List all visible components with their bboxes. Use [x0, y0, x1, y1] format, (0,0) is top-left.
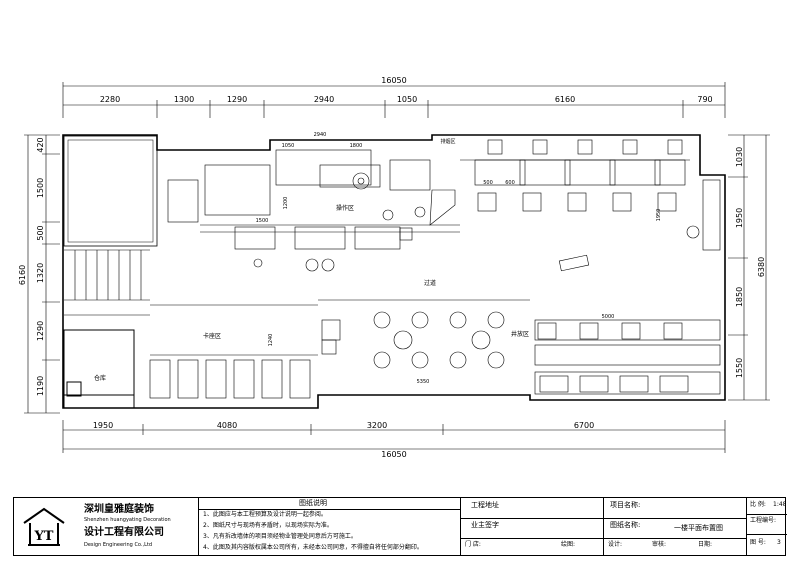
project-name-label: 项目名称: — [610, 501, 641, 509]
bottom-dim-4: 6700 — [574, 421, 594, 430]
booth-area — [149, 304, 337, 399]
number-label: 工程编号: — [750, 517, 777, 524]
note-4: 4、此图及其内容版权属本公司所有，未经本公司同意，不得擅自将任何部分翻印。 — [203, 544, 423, 551]
room-shared: 排烟区 — [440, 138, 455, 145]
storage-room — [63, 329, 135, 409]
scale-value: 1:48 — [773, 501, 787, 508]
title-block: YT 深圳皇雅庭装饰 Shenzhen huangyating Decorati… — [13, 497, 787, 556]
top-dim-4: 2940 — [314, 95, 334, 104]
dim-seat-2: 600 — [505, 180, 515, 186]
central-dining — [318, 299, 530, 369]
dim-1050-inner: 1050 — [282, 143, 295, 149]
top-dining-row — [460, 139, 721, 272]
note-1: 1、此图应与本工程预算及设计说明一起参阅。 — [203, 511, 327, 518]
design-label: 设计: — [608, 541, 623, 548]
top-total-dim: 16050 — [381, 76, 406, 85]
notes-block: 图纸说明 1、此图应与本工程预算及设计说明一起参阅。 2、图纸尺寸与现场有矛盾时… — [199, 498, 461, 555]
dim-seat-1: 500 — [483, 180, 493, 186]
note-3: 3、凡有拆改墙体的项目须经物业管理处同意后方可施工。 — [203, 533, 357, 540]
top-dim-6: 6160 — [555, 95, 575, 104]
owner-sign-label: 业主签字 — [471, 521, 499, 529]
outer-walls — [62, 134, 726, 409]
dim-1200-inner: 1200 — [283, 197, 289, 210]
scale-label: 比 例: — [750, 501, 766, 508]
staircase — [64, 249, 150, 316]
drawing-name: 一楼平面布置图 — [674, 524, 723, 532]
notes-title: 图纸说明 — [299, 499, 327, 507]
top-dim-3: 1290 — [227, 95, 247, 104]
bottom-total-dim: 16050 — [381, 450, 406, 459]
company-logo-icon: YT — [23, 507, 65, 546]
sheet-number: 3 — [777, 539, 781, 546]
top-dim-2: 1300 — [174, 95, 194, 104]
right-lower-dining — [534, 319, 721, 395]
sheet-label: 图 号: — [750, 539, 766, 546]
room-kitchen: 操作区 — [336, 204, 354, 212]
dim-5000: 5000 — [602, 314, 615, 320]
dim-1240-inner: 1240 — [268, 334, 274, 347]
company-name-cn-2: 设计工程有限公司 — [84, 527, 164, 538]
info-block: 工程地址 业主签字 门 店: 绘图: — [461, 498, 604, 555]
top-dim-5: 1050 — [397, 95, 417, 104]
left-dim-2: 1500 — [36, 178, 45, 198]
company-block: YT 深圳皇雅庭装饰 Shenzhen huangyating Decorati… — [14, 498, 199, 555]
kitchen-area — [167, 149, 460, 272]
room-corridor: 过道 — [424, 279, 436, 287]
drawing-info-block: 项目名称: 图纸名称: 一楼平面布置图 设计: 审核: 日期: — [604, 498, 747, 555]
company-name-en-2: Design Engineering Co.,Ltd — [84, 542, 153, 548]
left-total-dim: 6160 — [18, 265, 27, 285]
drawn-label: 绘图: — [561, 541, 576, 548]
note-2: 2、图纸尺寸与现场有矛盾时，以现场实际为准。 — [203, 522, 333, 529]
left-dim-1: 420 — [36, 137, 45, 152]
top-dimensions: 16050 2280 1300 1290 2940 1050 6160 790 — [62, 76, 726, 118]
right-dim-4: 1550 — [735, 358, 744, 378]
bottom-dim-2: 4080 — [217, 421, 237, 430]
top-dim-7: 790 — [697, 95, 712, 104]
left-dim-6: 1190 — [36, 376, 45, 396]
date-label: 日期: — [698, 541, 713, 548]
company-name-cn-1: 深圳皇雅庭装饰 — [84, 504, 154, 515]
top-dim-1: 2280 — [100, 95, 120, 104]
left-dim-5: 1290 — [36, 321, 45, 341]
logo-letters: YT — [34, 529, 54, 544]
left-dim-4: 1320 — [36, 263, 45, 283]
dim-1500-inner: 1500 — [256, 218, 269, 224]
store-label: 门 店: — [465, 541, 481, 548]
room-booth: 卡座区 — [203, 332, 221, 340]
room-dining: 井放区 — [511, 330, 529, 338]
bottom-dim-3: 3200 — [367, 421, 387, 430]
room-storage: 仓库 — [94, 374, 106, 382]
left-dimensions: 6160 420 1500 500 1320 1290 1190 — [18, 134, 60, 414]
review-label: 审核: — [652, 541, 667, 548]
bottom-dim-1: 1950 — [93, 421, 113, 430]
right-dim-3: 1850 — [735, 287, 744, 307]
right-dim-1: 1030 — [735, 147, 744, 167]
left-dim-3: 500 — [36, 225, 45, 240]
project-address-label: 工程地址 — [471, 501, 499, 509]
right-dimensions: 1030 1950 1850 1550 6380 — [728, 134, 770, 401]
dim-1800-inner: 1800 — [350, 143, 363, 149]
dim-1950-inner: 1950 — [656, 209, 662, 222]
company-name-en-1: Shenzhen huangyating Decoration — [84, 517, 171, 523]
sheet-block: 比 例: 1:48 工程编号: 图 号: 3 — [747, 498, 787, 555]
bottom-dimensions: 1950 4080 3200 6700 16050 — [62, 420, 726, 459]
drawing-name-label: 图纸名称: — [610, 521, 641, 529]
dim-5350: 5350 — [417, 379, 430, 385]
dim-2940-inner: 2940 — [314, 132, 327, 138]
right-total-dim: 6380 — [757, 257, 766, 277]
right-dim-2: 1950 — [735, 208, 744, 228]
